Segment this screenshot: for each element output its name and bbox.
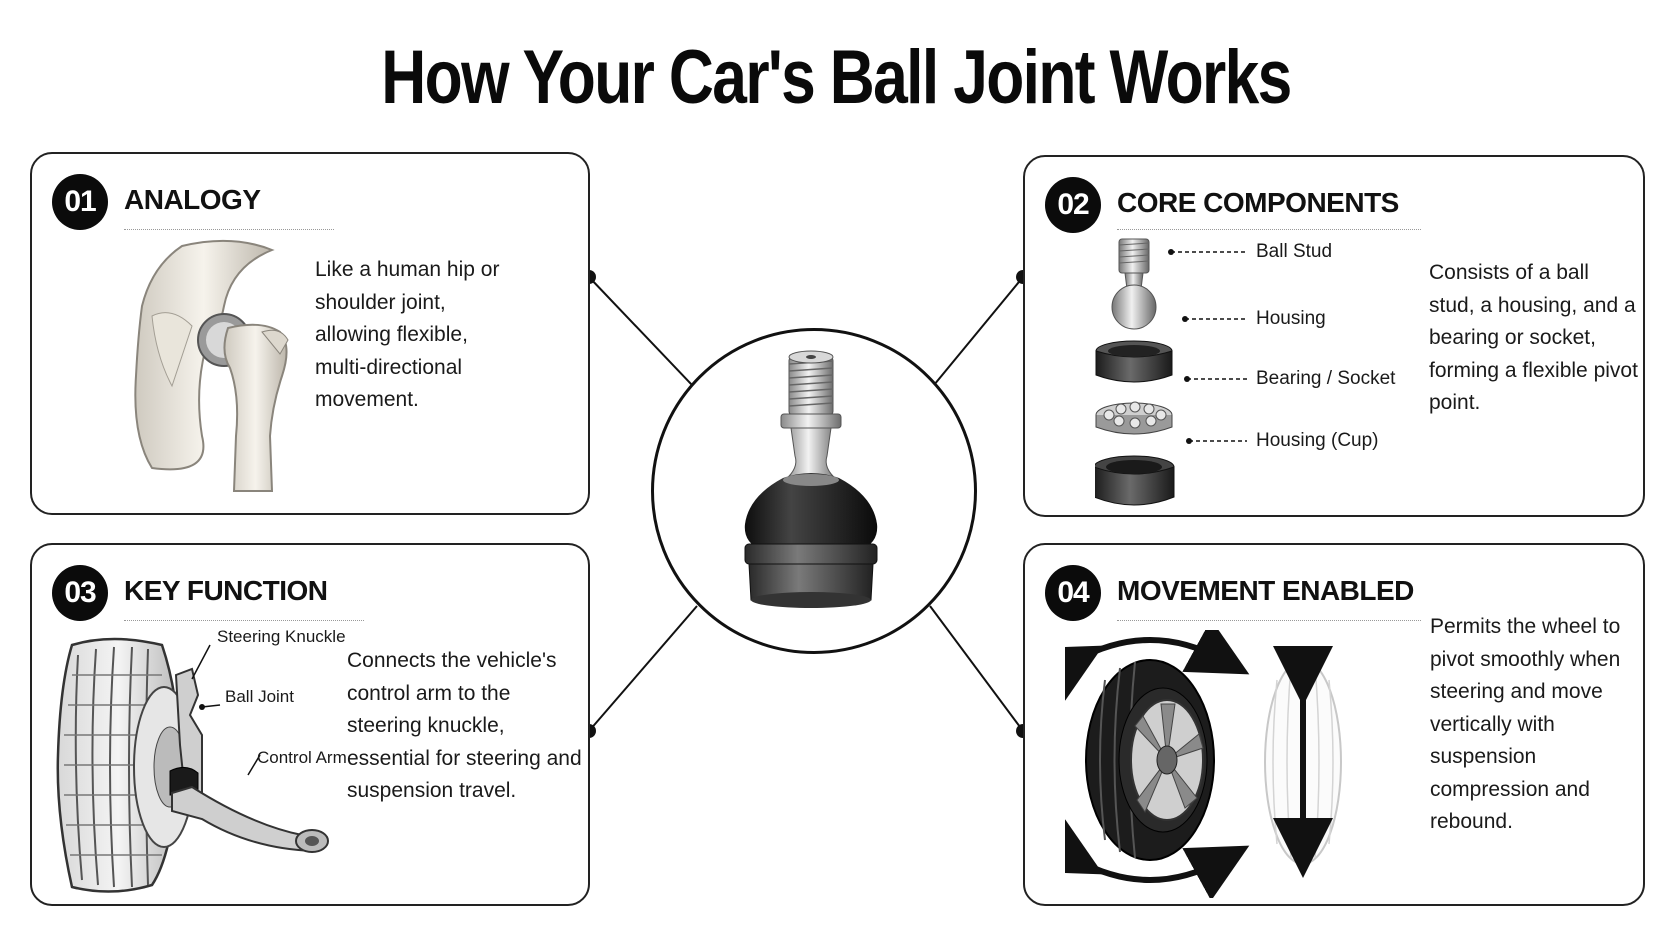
exploded-parts-icon [1095,238,1175,506]
title-divider [124,620,364,621]
page-title: How Your Car's Ball Joint Works [381,35,1292,120]
card-analogy: 01 ANALOGY Like a human hip or shoulder … [30,152,590,515]
title-divider [1117,620,1421,621]
label-ball-joint: Ball Joint [225,687,294,706]
card-title: CORE COMPONENTS [1117,187,1399,218]
card-movement-enabled: 04 MOVEMENT ENABLED Pe [1023,543,1645,906]
label-control-arm: Control Arm [257,748,347,767]
card-number-badge: 03 [52,565,108,621]
title-divider [1117,229,1421,230]
label-steering-knuckle: Steering Knuckle [217,627,346,646]
part-label-housing-cup: Housing (Cup) [1256,430,1379,451]
hip-joint-icon [134,239,289,492]
part-label-bearing: Bearing / Socket [1256,368,1396,389]
part-label-housing: Housing [1256,308,1326,329]
function-description: Connects the vehicle's control arm to th… [347,649,582,802]
card-number-badge: 01 [52,174,108,230]
card-key-function: 03 KEY FUNCTION [30,543,590,906]
card-title: ANALOGY [124,184,261,215]
wheel-movement-icon [1065,630,1342,898]
analogy-description: Like a human hip or shoulder joint, allo… [315,258,500,411]
card-title: MOVEMENT ENABLED [1117,575,1414,606]
card-core-components: 02 CORE COMPONENTS [1023,155,1645,517]
part-label-ball-stud: Ball Stud [1256,241,1333,262]
card-number-badge: 02 [1045,177,1101,233]
title-divider [124,229,334,230]
card-number-badge: 04 [1045,565,1101,621]
wheel-assembly-icon [56,637,329,893]
part-leader-lines [1168,249,1247,444]
movement-description: Permits the wheel to pivot smoothly when… [1430,615,1621,833]
components-description: Consists of a ball stud, a housing, and … [1429,261,1638,414]
ball-joint-illustration [744,350,878,608]
card-title: KEY FUNCTION [124,575,328,606]
